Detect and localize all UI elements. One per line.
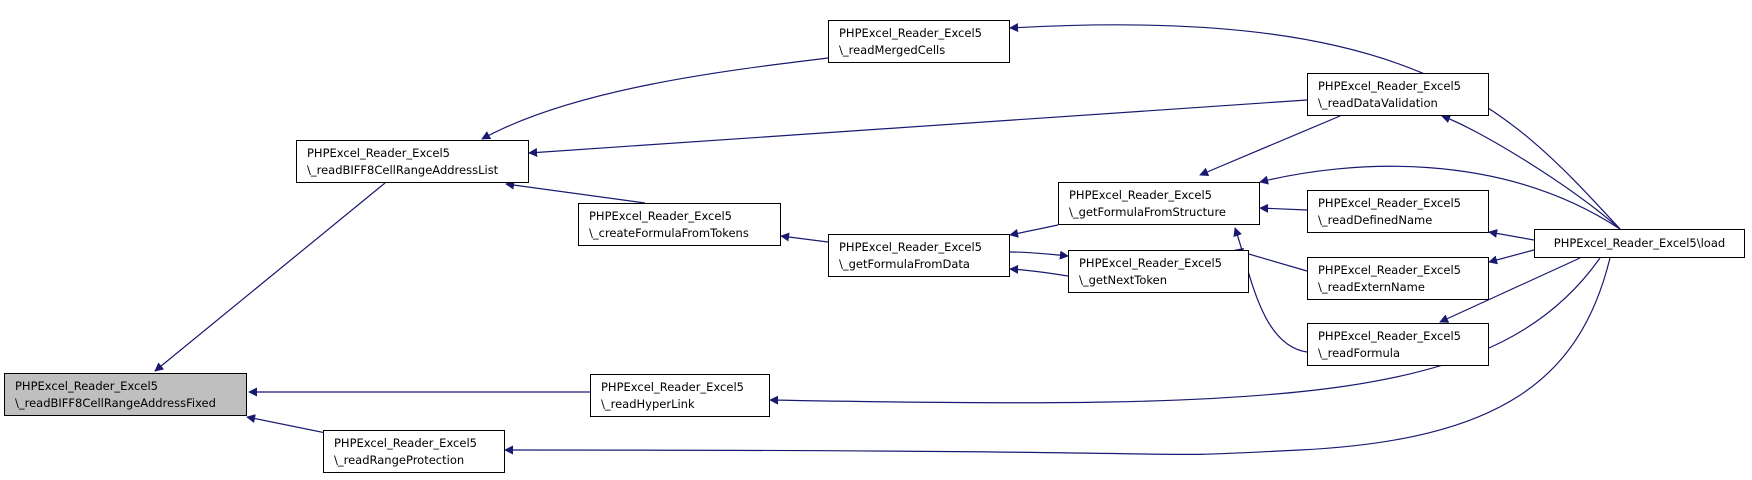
node-load[interactable]: PHPExcel_Reader_Excel5\load — [1534, 229, 1745, 258]
node-method-label: \_readHyperLink — [601, 397, 695, 411]
node-read-formula[interactable]: PHPExcel_Reader_Excel5 \_readFormula — [1307, 323, 1489, 366]
node-read-merged-cells[interactable]: PHPExcel_Reader_Excel5 \_readMergedCells — [828, 20, 1010, 63]
edge-load-to-data-validation — [1441, 114, 1621, 230]
node-method-label: \_readMergedCells — [839, 43, 946, 57]
node-class-label: PHPExcel_Reader_Excel5 — [15, 379, 158, 393]
node-get-formula-from-data[interactable]: PHPExcel_Reader_Excel5 \_getFormulaFromD… — [828, 234, 1010, 277]
node-create-formula-from-tokens[interactable]: PHPExcel_Reader_Excel5 \_createFormulaFr… — [578, 203, 781, 246]
edge-load-to-extern-name — [1488, 249, 1535, 265]
node-method-label: \_readDefinedName — [1318, 213, 1433, 227]
node-class-label: PHPExcel_Reader_Excel5 — [1318, 196, 1461, 210]
node-read-range-protection[interactable]: PHPExcel_Reader_Excel5 \_readRangeProtec… — [323, 430, 505, 473]
node-class-label: PHPExcel_Reader_Excel5 — [1318, 329, 1461, 343]
edge-read-formula-to-formula-structure — [1233, 227, 1308, 353]
node-read-extern-name[interactable]: PHPExcel_Reader_Excel5 \_readExternName — [1307, 257, 1489, 300]
node-class-label: PHPExcel_Reader_Excel5 — [589, 209, 732, 223]
node-method-label: \_getFormulaFromData — [839, 257, 970, 271]
node-method-label: \_readFormula — [1318, 346, 1401, 360]
node-method-label: \_readExternName — [1318, 280, 1425, 294]
node-class-label: PHPExcel_Reader_Excel5\load — [1553, 236, 1726, 250]
edge-load-to-defined-name — [1488, 228, 1535, 241]
edge-next-token-to-formula-data — [1009, 264, 1069, 277]
node-class-label: PHPExcel_Reader_Excel5 — [1318, 263, 1461, 277]
edge-range-list-to-range-fixed — [154, 182, 386, 372]
node-class-label: PHPExcel_Reader_Excel5 — [1079, 256, 1222, 270]
node-method-label: \_createFormulaFromTokens — [589, 226, 749, 240]
node-class-label: PHPExcel_Reader_Excel5 — [839, 26, 982, 40]
edge-load-to-formula-structure — [1259, 165, 1621, 230]
node-method-label: \_readBIFF8CellRangeAddressFixed — [15, 396, 216, 410]
node-class-label: PHPExcel_Reader_Excel5 — [1069, 188, 1212, 202]
node-method-label: \_readBIFF8CellRangeAddressList — [307, 163, 499, 177]
edge-data-validation-to-formula-structure — [1199, 115, 1341, 177]
edge-load-to-read-formula — [1439, 257, 1581, 323]
edge-merged-cells-to-range-list — [481, 57, 829, 140]
edge-defined-name-to-formula-structure — [1259, 203, 1308, 213]
node-class-label: PHPExcel_Reader_Excel5 — [307, 146, 450, 160]
node-method-label: \_getFormulaFromStructure — [1069, 205, 1226, 219]
node-get-next-token[interactable]: PHPExcel_Reader_Excel5 \_getNextToken — [1068, 250, 1249, 293]
edge-formula-structure-to-formula-data — [1009, 224, 1059, 238]
node-method-label: \_readDataValidation — [1318, 96, 1438, 110]
node-read-biff8-cell-range-address-fixed: PHPExcel_Reader_Excel5 \_readBIFF8CellRa… — [4, 373, 247, 416]
node-get-formula-from-structure[interactable]: PHPExcel_Reader_Excel5 \_getFormulaFromS… — [1058, 182, 1260, 225]
edge-formula-data-to-next-token — [1009, 250, 1069, 260]
node-read-data-validation[interactable]: PHPExcel_Reader_Excel5 \_readDataValidat… — [1307, 73, 1489, 116]
node-method-label: \_readRangeProtection — [334, 453, 465, 467]
edge-formula-data-to-create-formula — [780, 232, 829, 243]
node-class-label: PHPExcel_Reader_Excel5 — [601, 380, 744, 394]
node-read-defined-name[interactable]: PHPExcel_Reader_Excel5 \_readDefinedName — [1307, 190, 1489, 233]
node-read-biff8-cell-range-address-list[interactable]: PHPExcel_Reader_Excel5 \_readBIFF8CellRa… — [296, 140, 529, 183]
node-read-hyperlink[interactable]: PHPExcel_Reader_Excel5 \_readHyperLink — [590, 374, 770, 417]
edge-load-to-hyperlink — [769, 257, 1601, 405]
edge-create-formula-to-range-list — [505, 180, 646, 204]
edge-data-validation-to-range-list — [528, 99, 1308, 157]
node-class-label: PHPExcel_Reader_Excel5 — [1318, 79, 1461, 93]
node-class-label: PHPExcel_Reader_Excel5 — [334, 436, 477, 450]
node-method-label: \_getNextToken — [1079, 273, 1168, 287]
node-class-label: PHPExcel_Reader_Excel5 — [839, 240, 982, 254]
edge-load-to-range-protection — [504, 257, 1611, 456]
